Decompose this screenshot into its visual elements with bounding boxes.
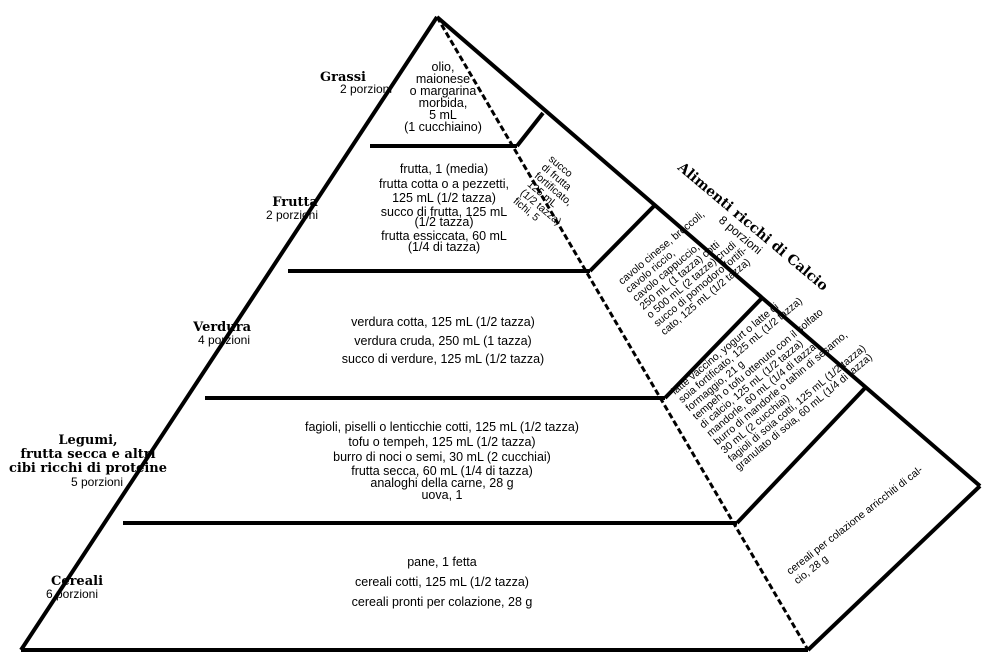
level-name-line: frutta secca e altri xyxy=(20,447,155,462)
level-name: Grassi xyxy=(320,70,366,85)
food-item: (1/4 di tazza) xyxy=(408,240,480,254)
food-item: frutta essiccata, 60 mL xyxy=(381,229,507,243)
content-legumi: fagioli, piselli o lenticchie cotti, 125… xyxy=(305,420,579,502)
side-divider-2 xyxy=(588,203,657,273)
food-item: frutta, 1 (media) xyxy=(400,162,488,176)
label-frutta: Frutta 2 porzioni xyxy=(266,195,319,222)
food-item: succo di verdure, 125 mL (1/2 tazza) xyxy=(342,352,544,366)
food-item: burro di noci o semi, 30 mL (2 cucchiai) xyxy=(333,450,551,464)
level-name: Frutta xyxy=(272,195,318,210)
pyramid-left-edge xyxy=(19,15,439,652)
level-servings: 2 porzioni xyxy=(266,208,318,222)
pyramid-front-edge xyxy=(435,16,810,651)
level-servings: 2 porzioni xyxy=(340,82,392,96)
food-item: verdura cruda, 250 mL (1 tazza) xyxy=(354,334,531,348)
level-servings: 5 porzioni xyxy=(71,475,123,489)
food-item: analoghi della carne, 28 g xyxy=(370,476,513,490)
side-divider-4 xyxy=(735,386,867,525)
food-item: (1/2 tazza) xyxy=(414,215,473,229)
label-cereali: Cereali 6 porzioni xyxy=(46,574,103,601)
label-legumi: Legumi, frutta secca e altri cibi ricchi… xyxy=(9,433,167,489)
food-item: morbida, xyxy=(419,96,468,110)
food-item: frutta secca, 60 mL (1/4 di tazza) xyxy=(351,464,533,478)
content-cereali: pane, 1 fetta cereali cotti, 125 mL (1/2… xyxy=(352,555,533,609)
food-item: cereali pronti per colazione, 28 g xyxy=(352,595,533,609)
food-item: 125 mL (1/2 tazza) xyxy=(392,191,496,205)
pyramid-side-edge xyxy=(435,15,982,488)
food-item: frutta cotta o a pezzetti, xyxy=(379,177,509,191)
calcium-section-4: cereali per colazione arricchiti di cal-… xyxy=(784,463,925,586)
label-grassi: Grassi 2 porzioni xyxy=(320,70,392,96)
label-verdura: Verdura 4 porzioni xyxy=(192,320,251,347)
pyramid-side-base xyxy=(806,484,982,652)
calcium-section-1: succo di frutta fortificato, 125 mL (1/2… xyxy=(511,153,575,228)
food-item: fagioli, piselli o lenticchie cotti, 125… xyxy=(305,420,579,434)
food-item: verdura cotta, 125 mL (1/2 tazza) xyxy=(351,315,535,329)
side-divider-1 xyxy=(515,111,545,148)
level-servings: 6 porzioni xyxy=(46,587,98,601)
content-frutta: frutta, 1 (media) frutta cotta o a pezze… xyxy=(379,162,509,254)
level-name-line: Legumi, xyxy=(58,433,117,448)
food-item: tofu o tempeh, 125 mL (1/2 tazza) xyxy=(348,435,535,449)
content-verdura: verdura cotta, 125 mL (1/2 tazza) verdur… xyxy=(342,315,544,366)
food-item: cereali cotti, 125 mL (1/2 tazza) xyxy=(355,575,529,589)
food-item: o margarina xyxy=(410,84,477,98)
food-item: succo di frutta, 125 mL xyxy=(381,205,508,219)
side-divider-3 xyxy=(663,296,764,400)
food-item: maionese xyxy=(416,72,470,86)
content-grassi: olio, maionese o margarina morbida, 5 mL… xyxy=(404,60,482,134)
level-name-line: cibi ricchi di proteine xyxy=(9,461,167,476)
level-name: Verdura xyxy=(192,320,251,335)
food-item: pane, 1 fetta xyxy=(407,555,477,569)
food-item: (1 cucchiaino) xyxy=(404,120,482,134)
level-servings: 4 porzioni xyxy=(198,333,250,347)
food-item: olio, xyxy=(432,60,455,74)
level-name: Cereali xyxy=(51,574,103,589)
food-item: 5 mL xyxy=(429,108,457,122)
food-item: uova, 1 xyxy=(421,488,462,502)
